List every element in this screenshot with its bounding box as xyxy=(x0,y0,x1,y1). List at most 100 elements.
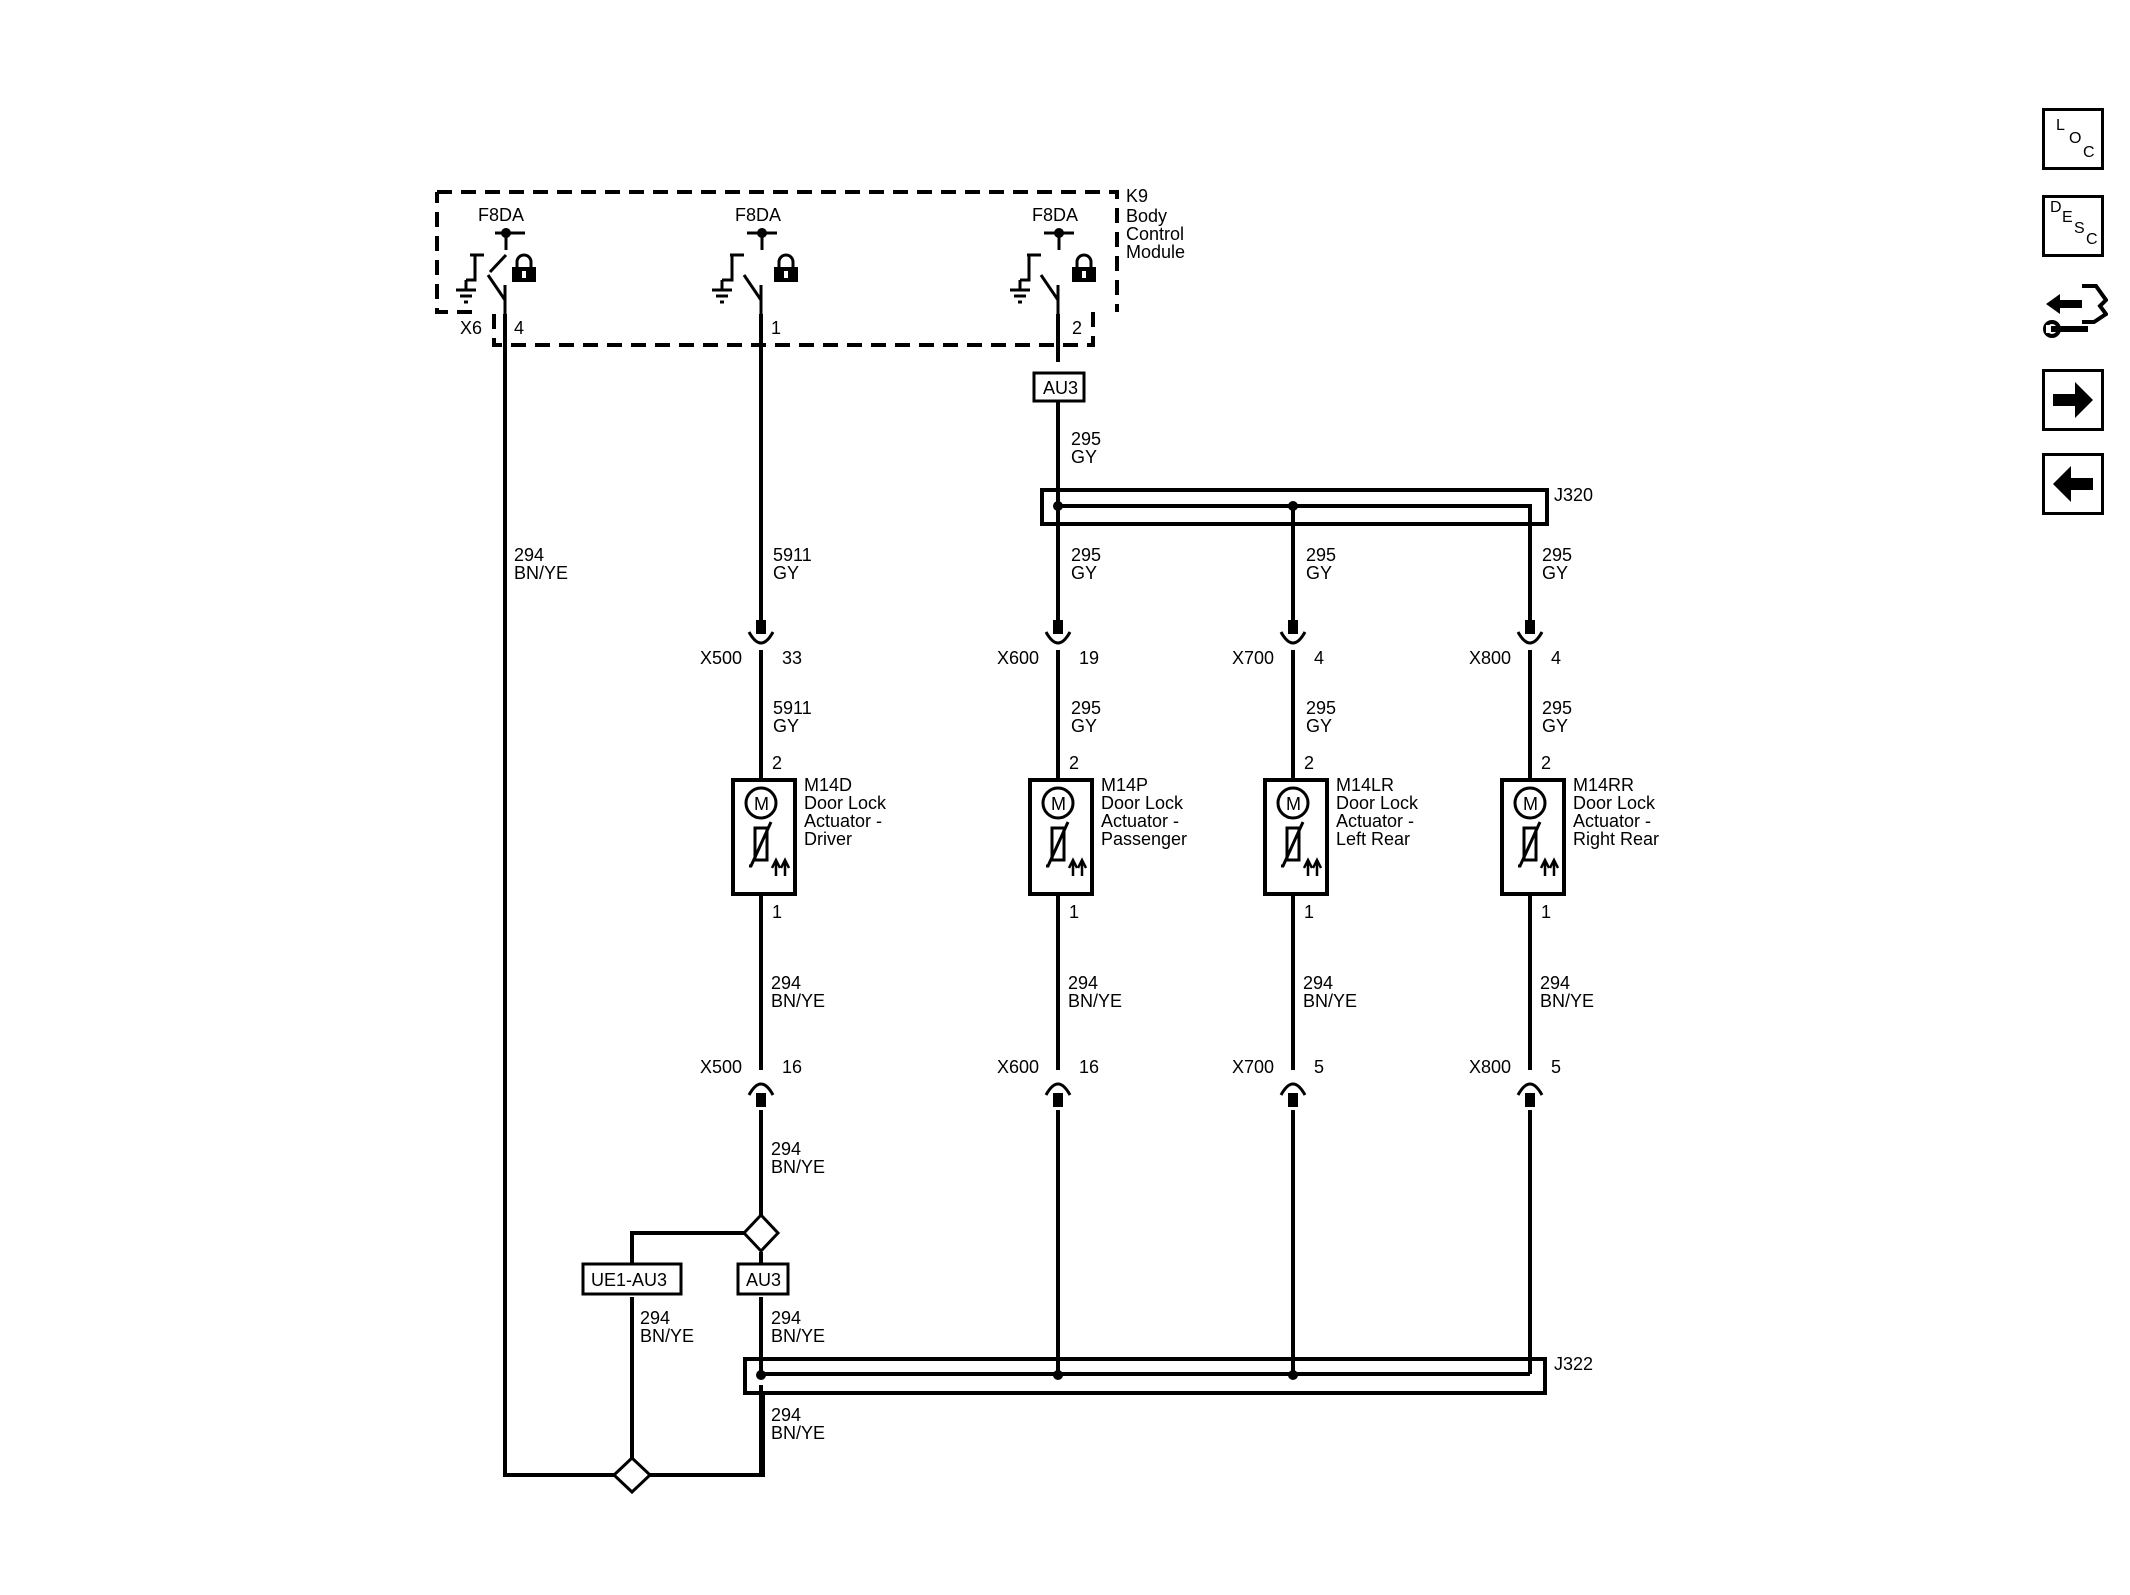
wire-circuit: 295 xyxy=(1306,545,1336,565)
diagram-label: Actuator - xyxy=(1573,811,1651,831)
motor-icon: M xyxy=(754,794,769,814)
wire-color: GY xyxy=(1542,716,1568,736)
diagram-label: Door Lock xyxy=(1573,793,1656,813)
actuator-id: M14D xyxy=(804,775,852,795)
connector-label: X800 xyxy=(1469,648,1511,668)
desc-letter: E xyxy=(2062,209,2073,226)
loc-letter: L xyxy=(2056,117,2065,134)
wire-circuit: 294 xyxy=(771,1308,801,1328)
wire-circuit: 295 xyxy=(1542,545,1572,565)
diagram-label: Left Rear xyxy=(1336,829,1410,849)
connector-label: X800 xyxy=(1469,1057,1511,1077)
diagram-label: Passenger xyxy=(1101,829,1187,849)
wire-color: BN/YE xyxy=(1068,991,1122,1011)
splice-label: J322 xyxy=(1554,1354,1593,1374)
diagram-label: 2 xyxy=(772,753,782,773)
splice-j320: J320 xyxy=(1040,485,1593,526)
lock-icon xyxy=(512,253,536,282)
wire-circuit: 5911 xyxy=(773,698,812,718)
arrow-right-icon xyxy=(2053,382,2093,418)
motor-icon: M xyxy=(1286,794,1301,814)
diagram-label: Actuator - xyxy=(1101,811,1179,831)
tag-ue1-au3: UE1-AU3 xyxy=(581,1262,683,1296)
connector-wrench-icon[interactable] xyxy=(2042,276,2109,342)
connector-pin: 19 xyxy=(1079,648,1099,668)
option-diamond-upper xyxy=(741,1212,781,1254)
connector-label: X600 xyxy=(997,648,1039,668)
wire-color: BN/YE xyxy=(771,1423,825,1443)
connector-wrench-icon-graphic xyxy=(2043,284,2109,338)
connector-label: X700 xyxy=(1232,1057,1274,1077)
wire-color: BN/YE xyxy=(514,563,568,583)
wire-color: GY xyxy=(773,563,799,583)
diagram-label: 1 xyxy=(1069,902,1079,922)
wire-color: GY xyxy=(1071,716,1097,736)
wire-circuit: 294 xyxy=(1540,973,1570,993)
tag-au3-top: AU3 xyxy=(1032,371,1086,403)
wire-color: BN/YE xyxy=(1540,991,1594,1011)
output-pin: 2 xyxy=(1072,318,1082,338)
motor-icon: M xyxy=(1523,794,1538,814)
diagram-label: Right Rear xyxy=(1573,829,1659,849)
output-label: F8DA xyxy=(478,205,524,225)
diagram-label: AU3 xyxy=(1043,378,1078,398)
wire-color: BN/YE xyxy=(771,991,825,1011)
body-control-module: K9 Body Control Module X6 xyxy=(435,186,1185,347)
loc-button[interactable]: L O C xyxy=(2042,108,2104,170)
module-output-2: F8DA 1 xyxy=(712,205,798,338)
previous-page-button[interactable] xyxy=(2042,453,2104,515)
diagram-label: Actuator - xyxy=(804,811,882,831)
connector-label: X500 xyxy=(700,1057,742,1077)
desc-button[interactable]: D E S C xyxy=(2042,195,2104,257)
connector-pin: 5 xyxy=(1551,1057,1561,1077)
diagram-label: 1 xyxy=(1304,902,1314,922)
wire-color: GY xyxy=(1071,563,1097,583)
desc-letter: C xyxy=(2086,231,2098,248)
connector-pin: 4 xyxy=(1314,648,1324,668)
diagram-label: 1 xyxy=(772,902,782,922)
module-desc-line: Body xyxy=(1126,206,1167,226)
diagram-label: 1 xyxy=(1541,902,1551,922)
loc-letter: O xyxy=(2069,130,2082,147)
module-output-1: F8DA 4 xyxy=(456,205,536,338)
arrow-left-icon xyxy=(2053,466,2093,502)
wire-circuit: 295 xyxy=(1071,545,1101,565)
connector-pin: 4 xyxy=(1551,648,1561,668)
connector-label: X600 xyxy=(997,1057,1039,1077)
actuator-m14lr: 2 M 1 M14LR Door Lock Actuator - Left Re… xyxy=(1263,753,1419,922)
wire-circuit: 294 xyxy=(771,1405,801,1425)
wire-circuit: 294 xyxy=(514,545,544,565)
diagram-label: Driver xyxy=(804,829,852,849)
wire-circuit: 294 xyxy=(1303,973,1333,993)
wire-color: BN/YE xyxy=(771,1326,825,1346)
wire-circuit: 295 xyxy=(1071,698,1101,718)
motor-icon: M xyxy=(1051,794,1066,814)
next-page-button[interactable] xyxy=(2042,369,2104,431)
module-output-3: F8DA 2 xyxy=(1010,205,1096,338)
wire-color: GY xyxy=(1542,563,1568,583)
wire-color: GY xyxy=(773,716,799,736)
wire-circuit: 294 xyxy=(640,1308,670,1328)
diagram-label: Door Lock xyxy=(804,793,887,813)
diagram-label: UE1-AU3 xyxy=(591,1270,667,1290)
wire-circuit: 295 xyxy=(1306,698,1336,718)
wire-color: GY xyxy=(1071,447,1097,467)
wire-circuit: 294 xyxy=(771,973,801,993)
diagram-label: Door Lock xyxy=(1101,793,1184,813)
desc-letter: D xyxy=(2050,199,2062,216)
splice-j322: J322 xyxy=(743,1354,1593,1395)
module-desc-line: Control xyxy=(1126,224,1184,244)
wire-color: BN/YE xyxy=(771,1157,825,1177)
diagram-label: Door Lock xyxy=(1336,793,1419,813)
actuator-m14d: 2 M 1 M14D Door Lock Actuator - Driver xyxy=(731,753,887,922)
output-label: F8DA xyxy=(735,205,781,225)
lock-icon xyxy=(774,253,798,282)
module-name: K9 xyxy=(1126,186,1148,206)
connector-top xyxy=(747,620,1544,645)
module-connector-label: X6 xyxy=(460,318,482,338)
actuator-m14rr: 2 M 1 M14RR Door Lock Actuator - Right R… xyxy=(1500,753,1659,922)
connector-pin: 33 xyxy=(782,648,802,668)
connector-label: X500 xyxy=(700,648,742,668)
wire-color: GY xyxy=(1306,716,1332,736)
